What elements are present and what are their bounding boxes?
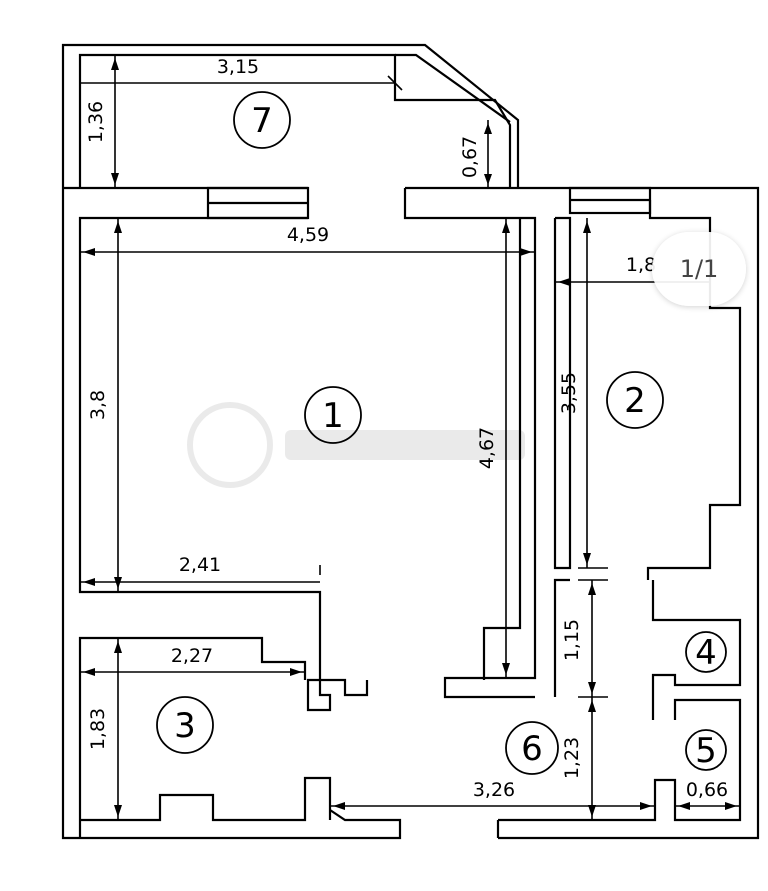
room-marker-4: 4 [685,631,727,673]
room2-lower-partition [553,578,570,697]
room-marker-3: 3 [156,696,214,754]
room1-inner-top-right [403,188,537,699]
room-label-2: 2 [624,381,646,421]
dim-balcony-width: 3,15 [217,56,259,78]
dim-room5-width: 0,66 [686,779,728,801]
room-label-7: 7 [251,101,273,141]
balcony-inner-diagonal [395,53,511,123]
room3-bottom-wall [80,776,332,822]
room-marker-1: 1 [304,386,362,444]
room-label-1: 1 [322,396,344,436]
dim-room1-right: 4,67 [476,427,498,469]
room-markers: 7 1 2 3 4 5 6 [156,91,727,775]
balcony-inner-wall [78,53,512,188]
room-label-4: 4 [695,633,717,673]
room-marker-5: 5 [685,729,727,771]
dim-corridor-lower: 1,23 [561,737,583,779]
dimension-labels: 3,15 1,36 0,67 4,59 3,8 4,67 2,41 1,8 3,… [85,56,728,801]
room-marker-2: 2 [606,371,664,429]
room4-wall [651,580,742,720]
dim-balcony-depth: 1,36 [85,101,107,143]
dim-room1-left: 3,8 [87,390,109,420]
dim-corridor-width: 3,26 [473,779,515,801]
outer-wall [61,188,402,840]
dim-room1-bottom: 2,41 [179,554,221,576]
room-label-3: 3 [174,706,196,746]
room-marker-6: 6 [505,721,559,775]
dim-corridor-gap: 1,15 [561,619,583,661]
dim-room3-width: 2,27 [171,645,213,667]
watermark-logo [187,402,525,488]
balcony-outer-wall [61,43,520,188]
page-indicator: 1/1 [652,232,746,306]
room2-right-wall [646,200,742,580]
room1-right-partition [482,218,522,680]
dim-balcony-side: 0,67 [459,136,481,178]
dimension-lines [79,55,740,820]
dim-room2-height: 3,55 [558,372,580,414]
dim-room2-width: 1,8 [626,254,656,276]
room1-inner-wall [78,216,369,712]
room-label-6: 6 [521,729,543,769]
room-label-5: 5 [695,731,717,771]
room2-left-wall [553,216,572,570]
walls [61,43,760,840]
room-marker-7: 7 [233,91,291,149]
dim-room3-height: 1,83 [87,708,109,750]
dim-room1-width: 4,59 [287,224,329,246]
